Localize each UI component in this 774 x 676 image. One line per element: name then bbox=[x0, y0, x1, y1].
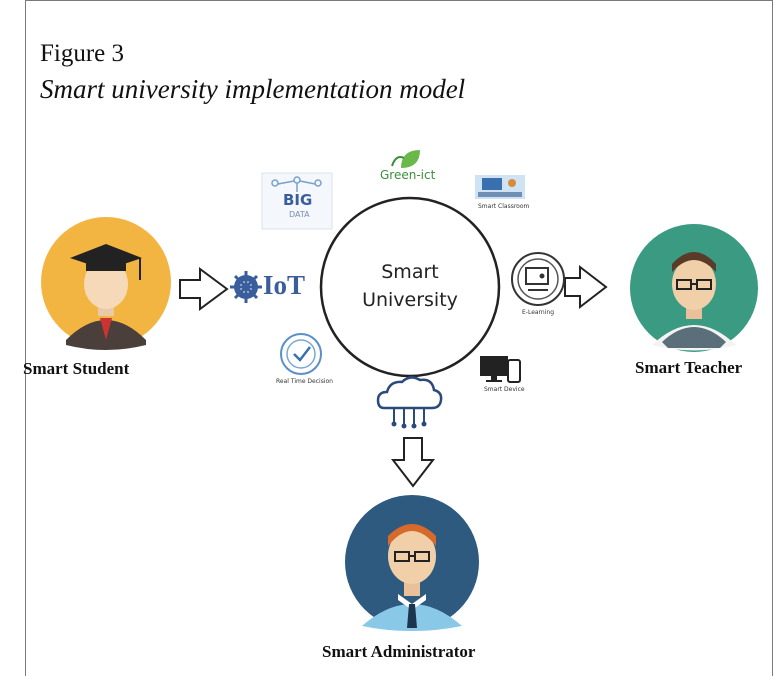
smart-device-label: Smart Device bbox=[484, 386, 525, 393]
e-learning-icon bbox=[511, 252, 565, 306]
iot-icon bbox=[230, 271, 262, 303]
teacher-caption: Smart Teacher bbox=[635, 358, 743, 377]
center-line-2: University bbox=[362, 289, 458, 311]
student-caption: Smart Student bbox=[23, 359, 130, 378]
teacher-avatar bbox=[630, 224, 758, 352]
big-data-label: BIG bbox=[283, 191, 313, 209]
figure-frame bbox=[25, 0, 773, 676]
green-ict-icon bbox=[391, 150, 420, 168]
smart-device-icon bbox=[480, 356, 521, 383]
big-data-icon bbox=[261, 172, 333, 230]
figure-label: Figure 3 bbox=[40, 40, 125, 67]
arrow-to-administrator bbox=[390, 437, 436, 488]
arrow-to-student bbox=[179, 267, 229, 311]
administrator-avatar bbox=[345, 495, 479, 631]
cloud-icon bbox=[376, 376, 443, 429]
green-ict-label: Green-ict bbox=[380, 168, 436, 182]
arrow-to-teacher bbox=[564, 264, 608, 310]
smart-classroom-icon bbox=[475, 175, 525, 199]
center-line-1: Smart bbox=[381, 261, 439, 283]
real-time-decision-icon bbox=[280, 333, 322, 375]
figure-title: Smart university implementation model bbox=[40, 74, 466, 104]
smart-classroom-label: Smart Classroom bbox=[478, 203, 530, 210]
iot-label: IoT bbox=[263, 270, 306, 300]
e-learning-label: E-Learning bbox=[522, 309, 555, 316]
student-avatar bbox=[41, 217, 171, 350]
administrator-caption: Smart Administrator bbox=[322, 642, 476, 661]
smart-university-circle bbox=[319, 196, 501, 378]
real-time-decision-label: Real Time Decision bbox=[276, 378, 333, 385]
big-data-sub-label: DATA bbox=[289, 210, 310, 219]
